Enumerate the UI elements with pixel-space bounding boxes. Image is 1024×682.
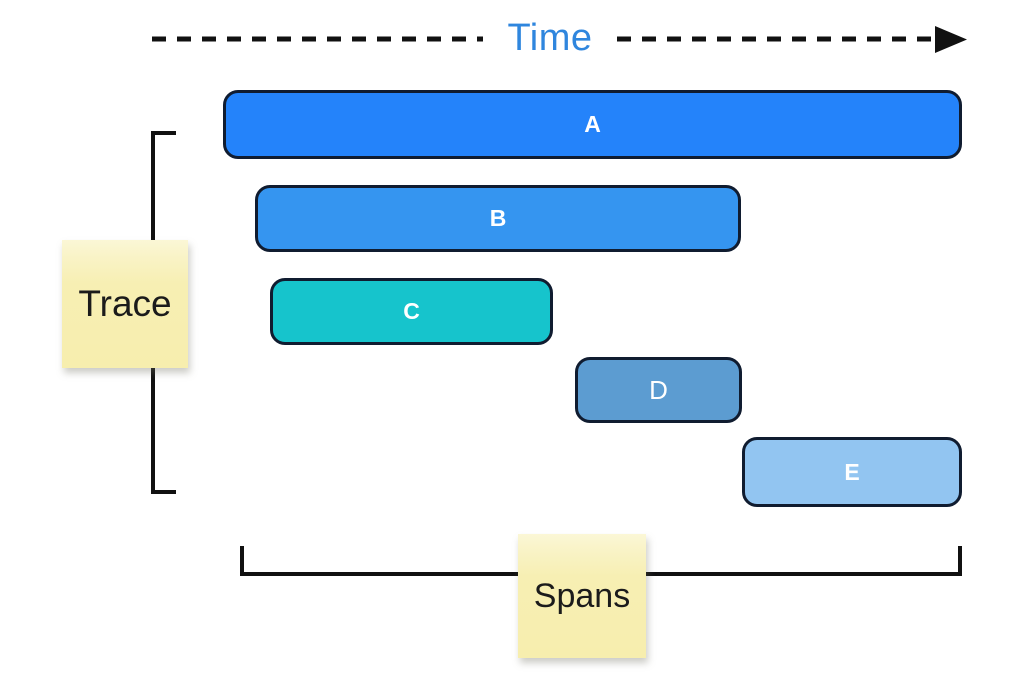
spans-note-label: Spans (533, 576, 631, 615)
time-axis-arrow (152, 26, 967, 53)
span-bar-e: E (742, 437, 962, 507)
span-bar-label: A (584, 111, 601, 137)
spans-note: Spans (518, 534, 646, 658)
span-bar-a: A (223, 90, 962, 159)
trace-note: Trace (62, 240, 188, 368)
span-bar-label: C (403, 298, 420, 324)
span-bar-label: B (489, 205, 507, 231)
span-bar-label: D (649, 375, 668, 405)
span-bar-b: B (255, 185, 741, 252)
span-bar-c: C (270, 278, 553, 345)
trace-note-label: Trace (78, 283, 172, 324)
span-bar-label: E (844, 458, 860, 485)
time-axis-label: Time (507, 17, 593, 59)
span-bar-d: D (575, 357, 742, 423)
arrow-head-icon (935, 26, 967, 53)
